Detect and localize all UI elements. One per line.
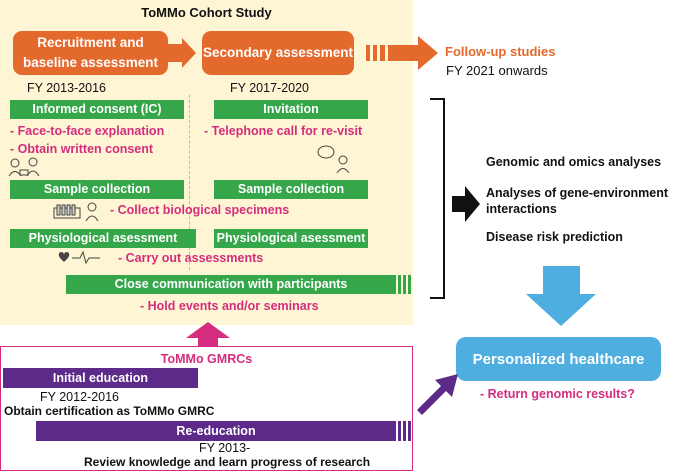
gmrc-title: ToMMo GMRCs xyxy=(160,352,253,366)
bracket xyxy=(430,98,445,299)
communication-label: Close communication with participants xyxy=(114,277,348,291)
reeducation-dashes xyxy=(398,421,411,441)
invitation-step: Invitation xyxy=(214,100,368,119)
communication-note: - Hold events and/or seminars xyxy=(140,299,319,313)
phase2-label: Secondary assessment xyxy=(202,45,354,60)
phase-arrow xyxy=(168,38,196,68)
initial-education-desc: Obtain certification as ToMMo GMRC xyxy=(4,404,215,418)
up-arrow-pink xyxy=(186,322,230,346)
consent-person-icon xyxy=(8,157,40,177)
analysis-arrow xyxy=(452,186,480,222)
invitation-label: Invitation xyxy=(263,102,319,116)
consent-step: Informed consent (IC) xyxy=(10,100,184,119)
physio-step-left: Physiological asessment xyxy=(10,229,196,248)
analysis-disease-risk: Disease risk prediction xyxy=(486,230,623,244)
reeducation-bar: Re-education xyxy=(36,421,396,441)
personalized-healthcare-box: Personalized healthcare xyxy=(456,337,661,381)
initial-education-period: FY 2012-2016 xyxy=(40,390,119,404)
communication-step: Close communication with participants xyxy=(66,275,396,294)
invitation-note: - Telephone call for re-visit xyxy=(204,124,363,138)
reeducation-label: Re-education xyxy=(176,424,256,438)
phase1-period: FY 2013-2016 xyxy=(27,81,106,95)
analysis-genomic: Genomic and omics analyses xyxy=(486,155,662,169)
personalized-label: Personalized healthcare xyxy=(472,350,645,368)
sample-tubes-icon xyxy=(53,202,99,222)
gmrc-box xyxy=(0,346,413,471)
initial-education-bar: Initial education xyxy=(3,368,198,388)
consent-note-1: - Face-to-face explanation xyxy=(10,124,165,138)
telephone-person-icon xyxy=(317,145,350,174)
reeducation-period: FY 2013- xyxy=(199,441,251,455)
sample-label-right: Sample collection xyxy=(237,182,345,196)
physio-step-right: Physiological asessment xyxy=(214,229,368,248)
phase-divider xyxy=(189,95,190,270)
initial-education-label: Initial education xyxy=(52,371,149,385)
reeducation-desc: Review knowledge and learn progress of r… xyxy=(84,455,371,469)
sample-step-right: Sample collection xyxy=(214,180,368,199)
followup-label: Follow-up studies xyxy=(445,44,556,59)
followup-period: FY 2021 onwards xyxy=(446,63,548,78)
diagonal-arrow-purple xyxy=(417,374,458,415)
communication-dashes xyxy=(398,275,411,294)
physio-note: - Carry out assessments xyxy=(118,251,264,265)
sample-note: - Collect biological specimens xyxy=(110,203,290,217)
phase2-period: FY 2017-2020 xyxy=(230,81,309,95)
physio-label-right: Physiological asessment xyxy=(216,231,366,245)
physio-label-left: Physiological asessment xyxy=(28,231,178,245)
analysis-gene-environment: Analyses of gene-environment interaction… xyxy=(486,186,668,216)
phase1-box: Recruitment and baseline assessment xyxy=(13,31,168,75)
sample-label-left: Sample collection xyxy=(43,182,151,196)
phase1-label: Recruitment and baseline assessment xyxy=(22,35,159,70)
down-arrow-blue xyxy=(526,266,596,326)
study-title: ToMMo Cohort Study xyxy=(141,5,272,20)
consent-label: Informed consent (IC) xyxy=(32,102,162,116)
consent-note-2: - Obtain written consent xyxy=(10,142,154,156)
phase2-box: Secondary assessment xyxy=(202,31,354,75)
heart-ecg-icon xyxy=(58,250,100,265)
sample-step-left: Sample collection xyxy=(10,180,184,199)
personalized-note: - Return genomic results? xyxy=(480,387,635,401)
followup-arrow xyxy=(366,36,438,70)
